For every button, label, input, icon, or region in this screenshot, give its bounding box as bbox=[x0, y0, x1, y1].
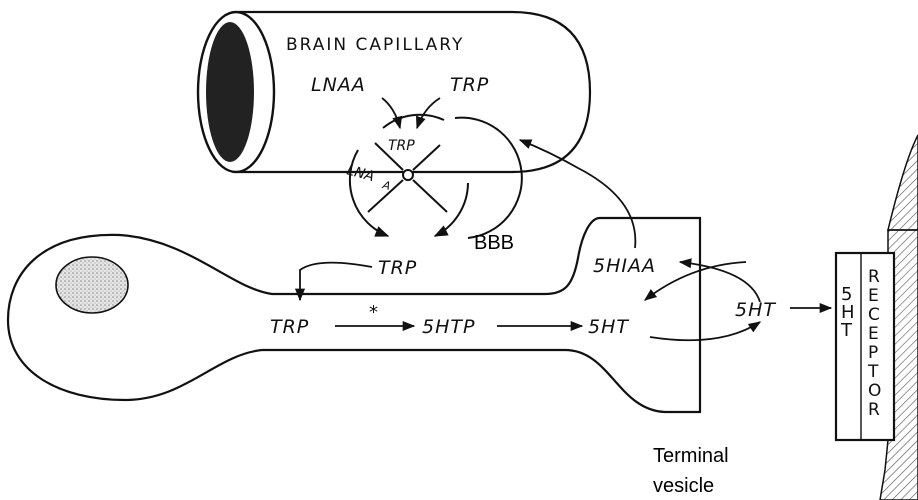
receptor-t2: T bbox=[867, 362, 879, 382]
5ht-inside-label: 5HT bbox=[588, 316, 629, 338]
enzyme-mark: * bbox=[369, 302, 378, 323]
5htp-label: 5HTP bbox=[422, 316, 475, 338]
trp-label: TRP bbox=[270, 316, 309, 338]
vesicle-label: vesicle bbox=[653, 475, 714, 497]
receptor-r2: R bbox=[868, 400, 880, 420]
capillary-title: BRAIN CAPILLARY bbox=[286, 35, 464, 55]
receptor-e1: E bbox=[868, 286, 879, 306]
5hiaa-label: 5HIAA bbox=[593, 255, 656, 277]
receptor-p: P bbox=[868, 343, 878, 363]
trp-entry-label: TRP bbox=[378, 257, 417, 279]
receptor: 5 H T R E C E P T O R bbox=[836, 135, 918, 500]
receptor-e2: E bbox=[868, 324, 879, 344]
terminal-label: Terminal bbox=[653, 445, 729, 467]
receptor-c: C bbox=[868, 305, 880, 325]
receptor-r: R bbox=[868, 267, 880, 287]
5ht-cleft-label: 5HT bbox=[735, 299, 776, 321]
neuron-outline bbox=[8, 218, 700, 412]
capillary-lumen bbox=[206, 22, 254, 162]
bbb-carrier: LNAA TRP TRP LNA A BBB bbox=[311, 74, 522, 254]
lnaa-outside-label: LNAA bbox=[311, 74, 366, 96]
neuron: TRP TRP * 5HTP 5HT 5HIAA 5HT Terminal ve… bbox=[8, 140, 831, 497]
trp-carrier-label: TRP bbox=[388, 138, 415, 154]
receptor-box bbox=[836, 253, 894, 440]
receptor-t: T bbox=[840, 320, 853, 341]
neuron-nucleus bbox=[56, 257, 128, 313]
trp-outside-label: TRP bbox=[450, 74, 489, 96]
receptor-o: O bbox=[868, 381, 881, 401]
carrier-center bbox=[403, 170, 413, 180]
bbb-label: BBB bbox=[474, 232, 514, 254]
